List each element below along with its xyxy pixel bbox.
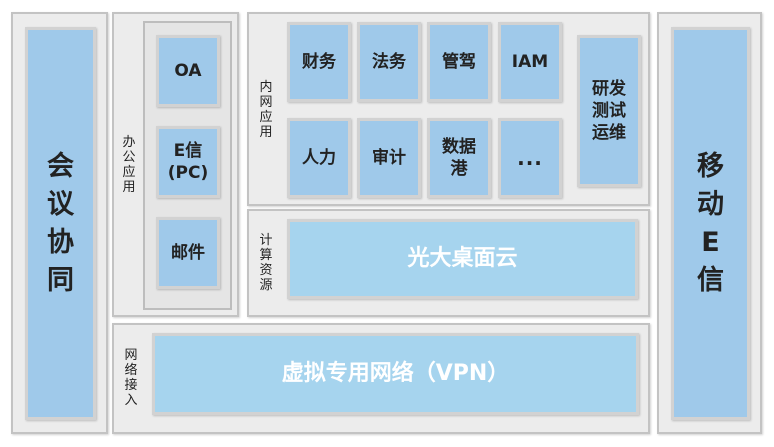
meeting-collab-box[interactable]: 会议协同 — [25, 27, 96, 420]
intranet-item-data-port-label: 数据港 — [442, 137, 476, 179]
intranet-item-iam-label: IAM — [511, 52, 549, 72]
intranet-item-guanjia[interactable]: 管驾 — [427, 22, 491, 102]
intranet-item-iam[interactable]: IAM — [498, 22, 562, 102]
meeting-collab-label: 会议协同 — [47, 150, 74, 296]
intranet-item-finance-label: 财务 — [302, 52, 336, 72]
intranet-item-legal-label: 法务 — [372, 52, 406, 72]
office-item-mail[interactable]: 邮件 — [156, 217, 220, 289]
vpn-box[interactable]: 虚拟专用网络（VPN） — [152, 333, 639, 415]
desktop-cloud-box[interactable]: 光大桌面云 — [287, 219, 638, 299]
intranet-item-finance[interactable]: 财务 — [287, 22, 351, 102]
intranet-item-guanjia-label: 管驾 — [442, 52, 476, 72]
office-item-oa[interactable]: OA — [156, 35, 220, 107]
intranet-apps-label: 内网应用 — [259, 80, 273, 140]
intranet-item-hr-label: 人力 — [302, 148, 336, 168]
intranet-item-legal[interactable]: 法务 — [357, 22, 421, 102]
office-item-oa-label: OA — [174, 61, 202, 81]
vpn-label: 虚拟专用网络（VPN） — [281, 361, 510, 386]
compute-label: 计算资源 — [259, 233, 273, 293]
network-label: 网络接入 — [124, 348, 138, 408]
intranet-item-more[interactable]: ... — [498, 118, 562, 198]
office-apps-label: 办公应用 — [122, 135, 136, 195]
intranet-item-data-port[interactable]: 数据港 — [427, 118, 491, 198]
intranet-item-audit-label: 审计 — [372, 148, 406, 168]
office-item-mail-label: 邮件 — [171, 243, 205, 263]
intranet-item-audit[interactable]: 审计 — [357, 118, 421, 198]
intranet-item-more-label: ... — [517, 146, 543, 170]
office-item-e-xin-pc[interactable]: E信(PC) — [156, 126, 220, 198]
office-item-e-xin-pc-label: E信(PC) — [167, 141, 209, 183]
desktop-cloud-label: 光大桌面云 — [407, 246, 518, 271]
intranet-item-devops[interactable]: 研发测试运维 — [577, 35, 641, 187]
intranet-item-hr[interactable]: 人力 — [287, 118, 351, 198]
intranet-item-devops-label: 研发测试运维 — [592, 79, 626, 143]
